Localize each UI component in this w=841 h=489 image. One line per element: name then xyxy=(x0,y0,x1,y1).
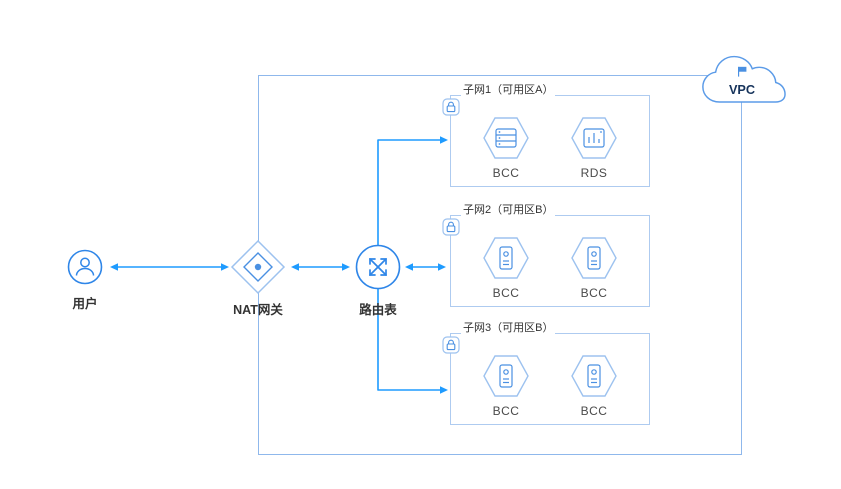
node-label: BCC xyxy=(492,166,520,180)
vpc-label: VPC xyxy=(729,82,755,97)
bcc-node: BCC xyxy=(562,354,626,418)
node-label: BCC xyxy=(580,404,608,418)
nat-gateway-icon xyxy=(230,239,286,295)
rds-node: RDS xyxy=(562,116,626,180)
bcc-node: BCC xyxy=(562,236,626,300)
route-table-icon xyxy=(355,244,401,290)
subnet-box-1: 子网1（可用区A） BCC xyxy=(442,81,650,187)
rds-database-icon xyxy=(571,117,617,159)
vpc-cloud-icon: VPC xyxy=(702,55,786,103)
lock-icon xyxy=(442,336,460,354)
bcc-host-icon xyxy=(571,237,617,279)
subnet-title: 子网3（可用区B） xyxy=(461,319,556,335)
user-icon xyxy=(67,249,103,285)
bcc-host-icon xyxy=(483,355,529,397)
bcc-server-icon xyxy=(483,117,529,159)
node-label: BCC xyxy=(492,286,520,300)
subnet-title: 子网1（可用区A） xyxy=(461,81,556,97)
node-label: BCC xyxy=(580,286,608,300)
user-label: 用户 xyxy=(72,297,98,311)
node-label: BCC xyxy=(492,404,520,418)
flag-icon xyxy=(737,66,747,77)
bcc-node: BCC xyxy=(474,236,538,300)
lock-icon xyxy=(442,218,460,236)
subnet-box-3: 子网3（可用区B） BCC xyxy=(442,319,650,425)
bcc-node: BCC xyxy=(474,354,538,418)
node-label: RDS xyxy=(580,166,608,180)
bcc-node: BCC xyxy=(474,116,538,180)
lock-icon xyxy=(442,98,460,116)
bcc-host-icon xyxy=(571,355,617,397)
subnet-title: 子网2（可用区B） xyxy=(461,201,556,217)
subnet-box-2: 子网2（可用区B） BCC xyxy=(442,201,650,307)
nat-gateway-label: NAT网关 xyxy=(233,303,283,317)
bcc-host-icon xyxy=(483,237,529,279)
route-table-label: 路由表 xyxy=(359,303,397,317)
